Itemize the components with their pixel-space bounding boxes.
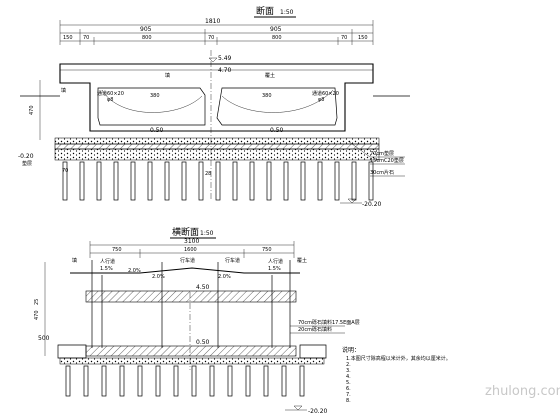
upper-seg-3: 800: [142, 35, 152, 41]
lower-slope-right: 1.5%: [268, 266, 281, 272]
lower-road-surface: [70, 267, 300, 274]
upper-level-top: 5.49: [218, 55, 232, 62]
upper-sub-dim-2: 905: [270, 26, 282, 33]
lower-notes-title: 说明：: [342, 346, 360, 354]
upper-seg-2: 70: [83, 35, 89, 41]
upper-layer-notes: 70cm垫层 15cmC20垫层 30cm片石: [347, 140, 405, 177]
upper-seg-6: 70: [341, 35, 347, 41]
lower-note-3: 3.: [346, 368, 351, 374]
lower-foundation: [59, 357, 325, 365]
lower-lane-mid: 行车道: [180, 257, 195, 264]
upper-right-arch: [221, 89, 334, 113]
lower-top-slab: [85, 290, 297, 303]
lower-bottom-slab: [85, 345, 297, 357]
lower-note-6: 6.: [346, 386, 351, 392]
lower-lane-left: 人行道: [100, 258, 115, 265]
lower-dim-500: 500: [38, 335, 50, 342]
lower-note-1: 1.本图尺寸除高程以米计外，其余均以厘米计。: [346, 355, 451, 362]
lower-scale: 1:50: [200, 230, 214, 237]
lower-note-4: 4.: [346, 374, 351, 380]
lower-level-top: 4.50: [196, 284, 210, 291]
upper-layer-note-1: 70cm垫层: [370, 150, 394, 157]
upper-slope-left: 380: [150, 93, 160, 99]
lower-note-fill-1: 70cm砾石填料17.5E面A层: [298, 319, 360, 326]
upper-level-pile: -20.20: [362, 201, 382, 208]
lower-right-abutment: [299, 344, 327, 359]
upper-overall-width: 1810: [205, 18, 220, 25]
lower-pile-level-marker: [293, 405, 303, 411]
lower-note-8: 8.: [346, 398, 351, 404]
upper-slope-right: 380: [262, 93, 272, 99]
upper-level-invert-right: 0.50: [270, 127, 284, 134]
upper-scale: 1:50: [280, 9, 294, 16]
lower-note-fill-2: 20cm砾石填料: [298, 326, 332, 333]
upper-title: 断面: [256, 5, 274, 17]
upper-center-dim: 28: [205, 171, 211, 177]
lower-note-2: 2.: [346, 362, 351, 368]
lower-notes: 说明： 1.本图尺寸除高程以米计外，其余均以厘米计。 2. 3. 4. 5. 6…: [342, 346, 451, 404]
upper-layer-note-3: 30cm片石: [370, 169, 394, 176]
upper-seg-ticks: [59, 20, 374, 45]
upper-left-70: 70: [62, 168, 68, 174]
lower-overall-width: 3100: [184, 238, 199, 245]
upper-section: 断面 1:50 1810 905 905 150 70 800 70 800 7…: [18, 5, 410, 208]
lower-slope-small-left: 1.5%: [100, 266, 113, 272]
lower-lane-mid2: 行车道: [225, 257, 240, 264]
upper-level-invert-left: 0.50: [150, 127, 164, 134]
lower-slope-mid-left: 2.0%: [152, 274, 165, 280]
upper-seg-4: 70: [208, 35, 214, 41]
upper-height-dim: 470: [29, 105, 35, 115]
upper-left-pipe: φ8: [107, 97, 113, 103]
upper-layer-note-2: 15cmC20垫层: [370, 157, 404, 164]
upper-concrete-layer: [54, 143, 380, 150]
watermark-text: zhulong.com: [485, 384, 560, 399]
upper-left-fill-label: 填: [61, 87, 66, 94]
lower-level-pile: -20.20: [308, 408, 328, 415]
upper-seg-5: 800: [272, 35, 282, 41]
upper-seg-1: 150: [63, 35, 73, 41]
lower-sub-dim-2: 1600: [184, 247, 197, 253]
upper-piles: [62, 161, 374, 201]
lower-label-left: 填: [72, 257, 77, 264]
lower-note-7: 7.: [346, 392, 351, 398]
lower-dim-25: 25: [34, 299, 40, 305]
upper-right-opening: 通道60×20: [312, 90, 339, 97]
lower-title: 横断面: [172, 226, 199, 238]
upper-sub-dim-1: 905: [140, 26, 152, 33]
upper-level-mid: 4.70: [218, 67, 232, 74]
lower-note-5: 5.: [346, 380, 351, 386]
upper-level-ground: -0.20: [18, 153, 34, 160]
lower-section: 横断面 1:50 3100 750 1600 750 人行道 1.5% 行车道: [34, 226, 451, 415]
lower-slope-left: 2.0%: [128, 268, 141, 274]
lower-slope-mid-right: 2.0%: [218, 274, 231, 280]
upper-fill-label-right: 覆土: [265, 72, 275, 79]
lower-height-470: 470: [34, 310, 40, 320]
lower-sub-dim-3: 750: [262, 247, 272, 253]
lower-dim-ticks: [89, 241, 295, 258]
upper-right-cell: [216, 87, 338, 126]
upper-small-label-left: 垫层: [22, 160, 32, 167]
lower-sub-dim-1: 750: [112, 247, 122, 253]
upper-cushion-layer: [54, 137, 380, 145]
lower-lane-right: 人行道: [268, 258, 283, 265]
upper-left-opening: 通道60×20: [97, 90, 124, 97]
lower-left-abutment: [57, 344, 87, 359]
upper-culvert-outline: [59, 63, 374, 132]
upper-right-pipe: φ8: [318, 97, 324, 103]
lower-label-right: 覆土: [297, 257, 307, 264]
upper-fill-label: 填: [165, 72, 170, 79]
upper-pile-level-marker: [347, 198, 357, 204]
lower-posts: [91, 260, 291, 348]
upper-level-top-marker: [208, 57, 218, 63]
upper-seg-7: 150: [358, 35, 368, 41]
lower-piles: [65, 365, 305, 397]
lower-level-bottom: 0.50: [196, 339, 210, 346]
upper-left-cell: [97, 87, 206, 126]
upper-rubble-layer: [54, 148, 380, 161]
